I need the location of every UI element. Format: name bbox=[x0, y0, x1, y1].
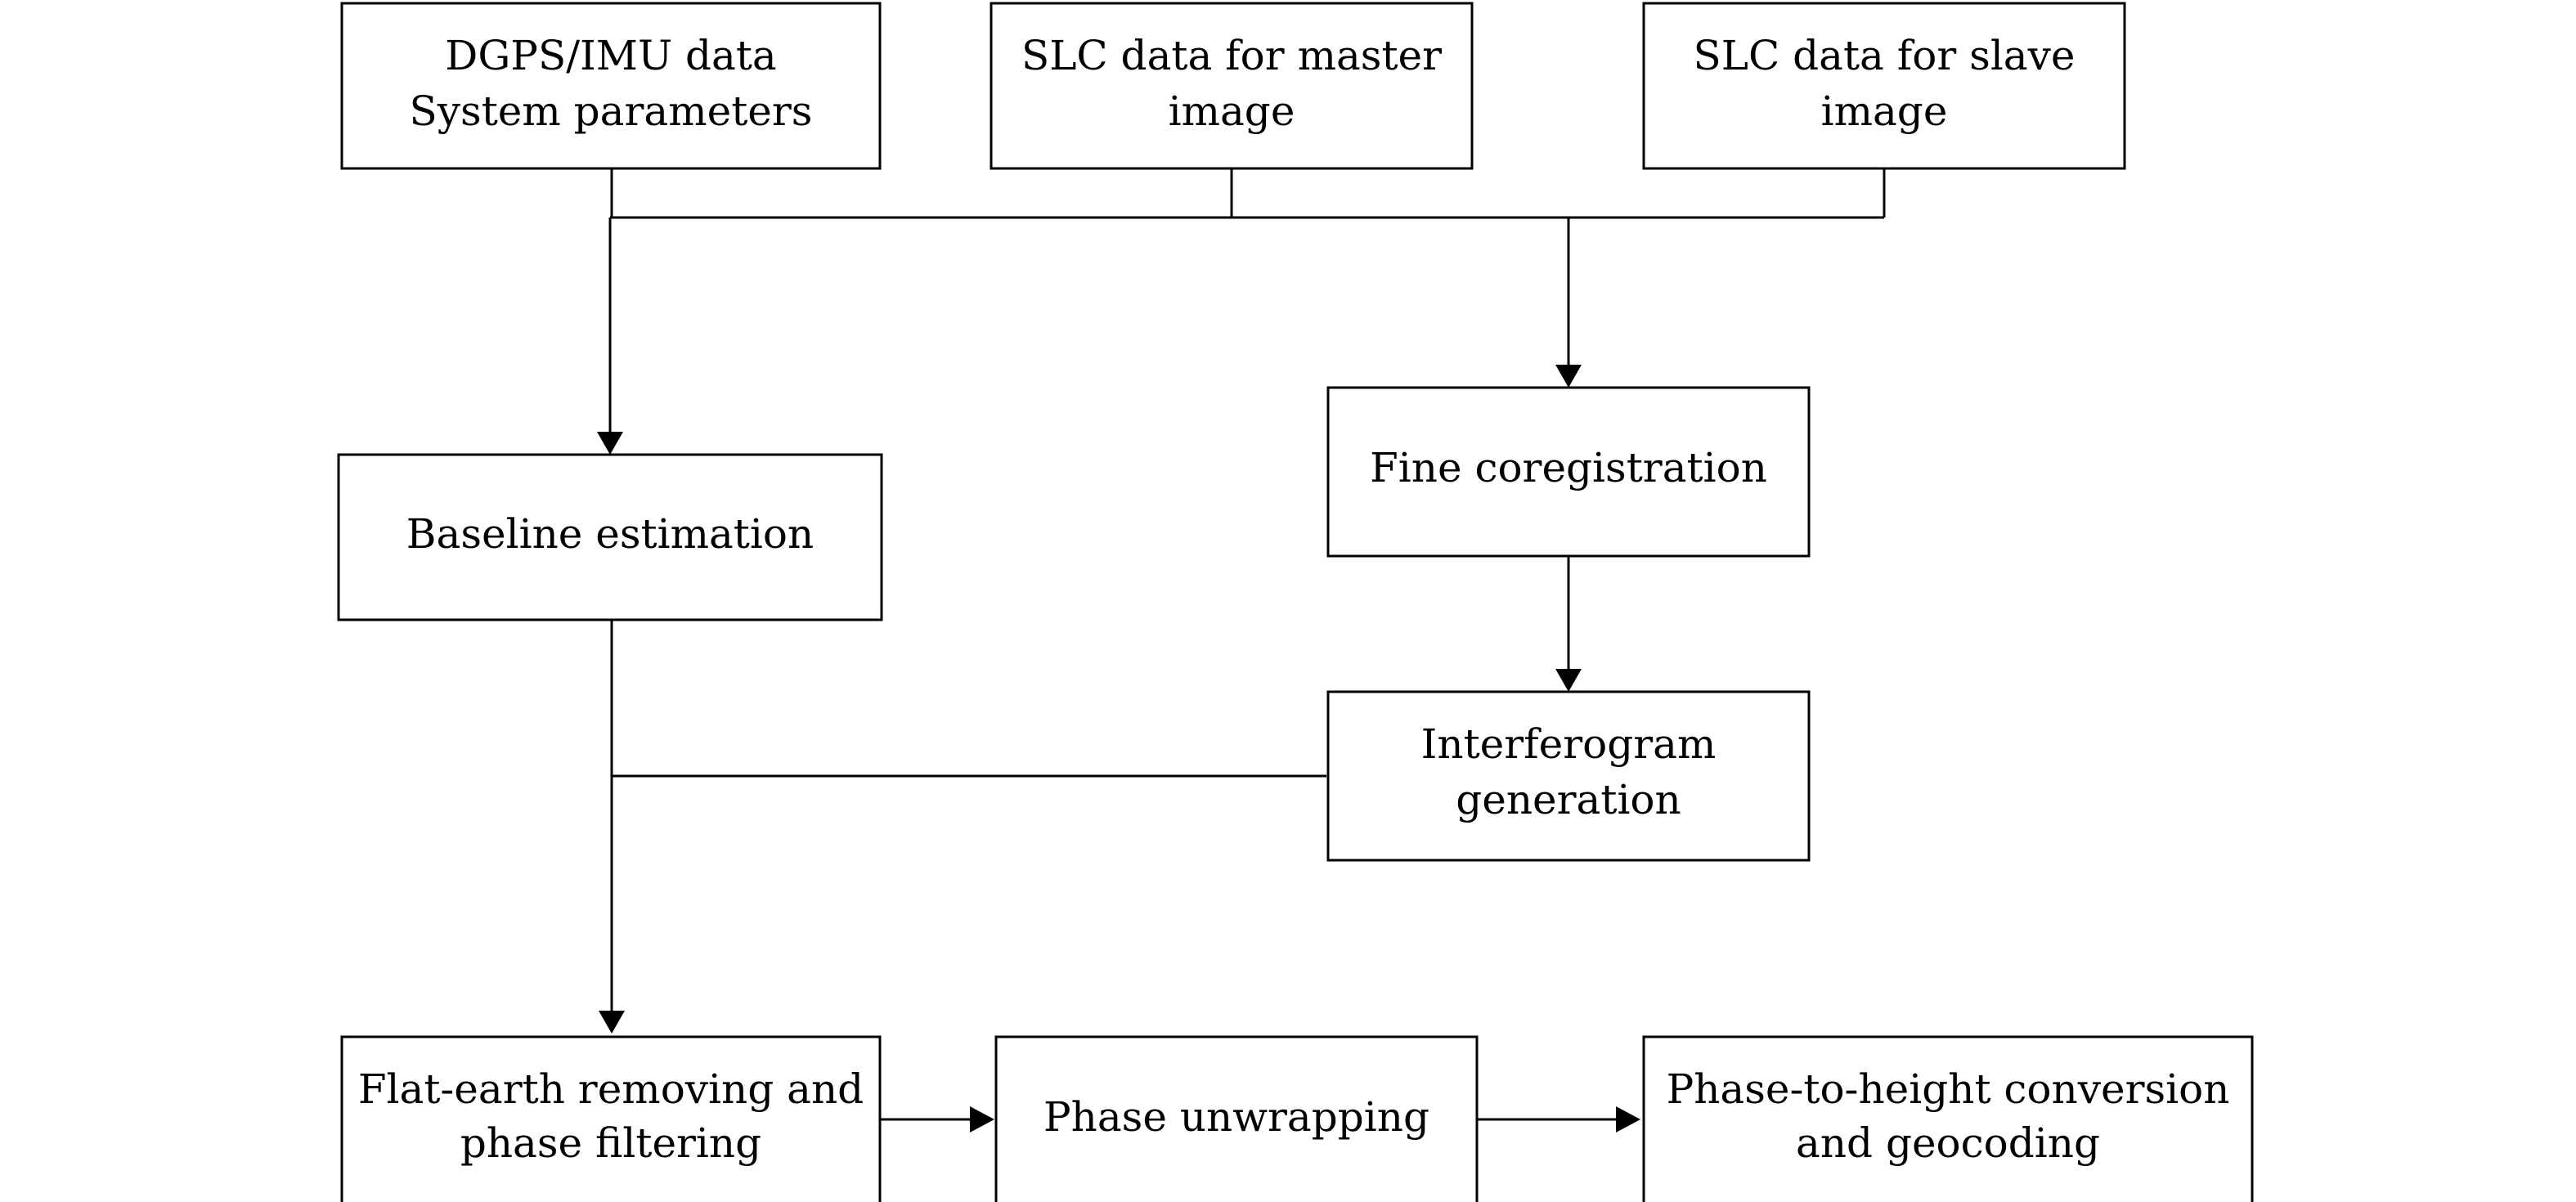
node-box bbox=[340, 1035, 882, 1202]
arrowheads bbox=[597, 365, 1640, 1132]
nodes bbox=[337, 2, 2254, 1202]
node-box bbox=[990, 2, 1474, 170]
slc-slave-label-line-2: image bbox=[1821, 87, 1948, 135]
slc-slave-label-line-1: SLC data for slave bbox=[1694, 32, 2076, 79]
flat-earth-label-line-1: Flat-earth removing and bbox=[358, 1065, 864, 1113]
interferogram-label-line-2: generation bbox=[1456, 776, 1681, 823]
node-box bbox=[1642, 1035, 2254, 1202]
geocoding-label-line-2: and geocoding bbox=[1796, 1119, 2100, 1167]
coreg-label: Fine coregistration bbox=[1370, 444, 1767, 491]
labels: DGPS/IMU data System parameters SLC data… bbox=[358, 32, 2230, 1167]
arrowhead-unwrapping bbox=[970, 1106, 994, 1132]
arrowhead-baseline bbox=[597, 432, 623, 455]
arrowhead-geocoding bbox=[1616, 1106, 1640, 1132]
geocoding-label-line-1: Phase-to-height conversion bbox=[1667, 1065, 2230, 1113]
node-box bbox=[1326, 690, 1811, 862]
node-box bbox=[337, 453, 883, 621]
slc-master-label-line-2: image bbox=[1169, 87, 1295, 135]
connectors bbox=[608, 168, 1886, 1121]
unwrapping-label: Phase unwrapping bbox=[1043, 1093, 1429, 1141]
interferogram-label-line-1: Interferogram bbox=[1421, 720, 1717, 768]
node-box bbox=[1642, 2, 2126, 170]
node-box bbox=[1326, 386, 1811, 558]
node-box bbox=[340, 2, 882, 170]
node-box bbox=[994, 1035, 1479, 1202]
baseline-label: Baseline estimation bbox=[406, 510, 814, 558]
arrowhead-interferogram bbox=[1555, 669, 1582, 692]
arrowhead-coreg bbox=[1555, 365, 1582, 388]
dgps-label-line-1: DGPS/IMU data bbox=[445, 32, 776, 79]
arrowhead-flat-earth bbox=[599, 1011, 625, 1034]
dgps-label-line-2: System parameters bbox=[410, 87, 813, 135]
flat-earth-label-line-2: phase filtering bbox=[460, 1119, 761, 1167]
slc-master-label-line-1: SLC data for master bbox=[1021, 32, 1442, 79]
